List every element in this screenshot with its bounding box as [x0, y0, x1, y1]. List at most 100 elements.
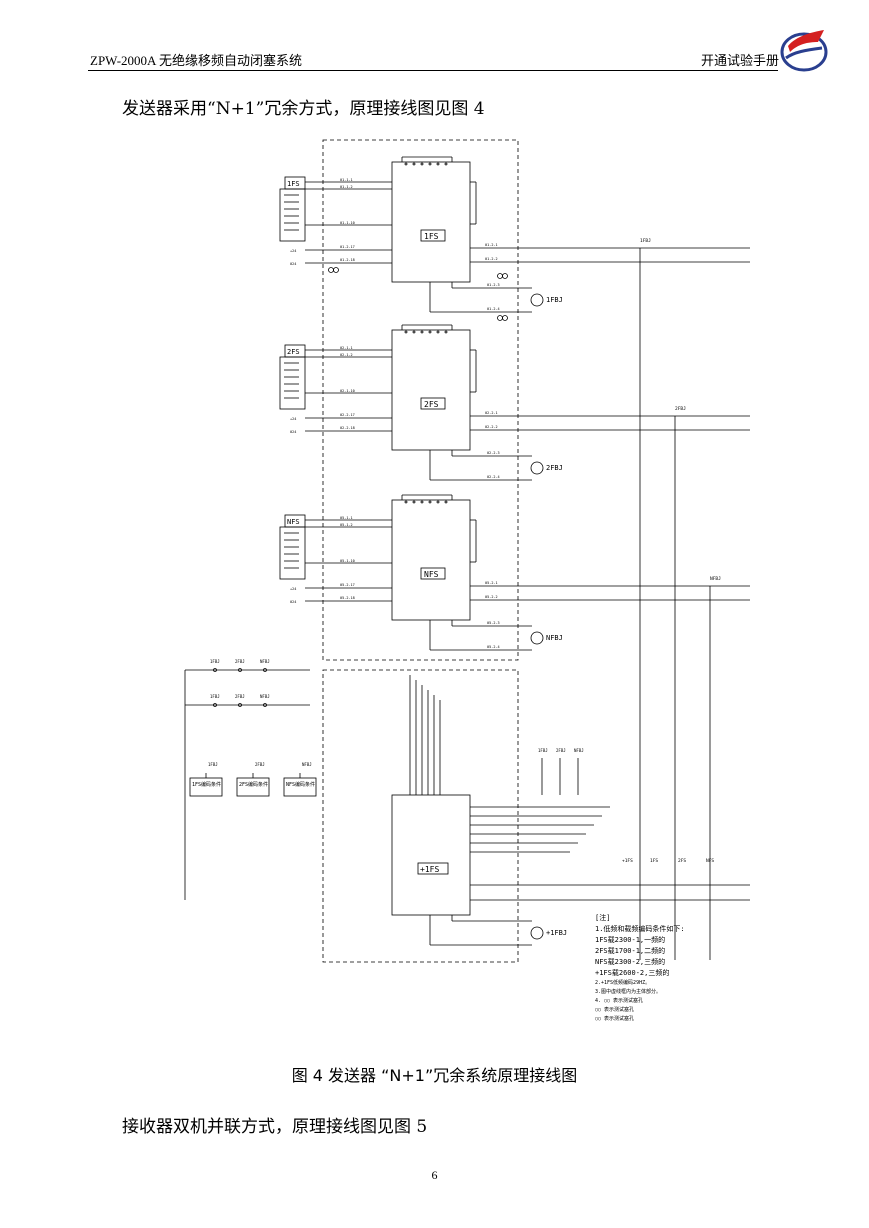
output-contact-label: NFS: [706, 858, 714, 864]
diagram-label: 024: [290, 600, 296, 604]
relay-coil: [530, 631, 544, 645]
side-box-label: 1FS: [287, 180, 300, 188]
diagram-label: 05-2-1: [485, 581, 498, 585]
diagram-label: 02-1-1: [340, 346, 353, 350]
transmitter-name-box: [417, 862, 449, 875]
figure-caption: 图 4 发送器 “N+1”冗余系统原理接线图: [291, 1066, 578, 1085]
pin: [428, 330, 432, 334]
pin: [428, 162, 432, 166]
pin: [444, 162, 448, 166]
transmitter-nfs: [391, 499, 471, 621]
diagram-label: 05-1-10: [340, 559, 355, 563]
encode-block: [279, 188, 306, 242]
pin: [436, 162, 440, 166]
encode-block: [279, 356, 306, 410]
diagram-label: 01-2-1: [485, 243, 498, 247]
transmitter-name: NFS: [424, 570, 439, 579]
transmitter-name-box: [420, 229, 446, 242]
jack: [333, 267, 339, 273]
transmitter-1fs: [391, 161, 471, 283]
pin: [404, 330, 408, 334]
diagram-label: 02-1-10: [340, 389, 355, 393]
contact: [263, 668, 267, 672]
diagram-label: 05-2-4: [487, 645, 500, 649]
jack: [328, 267, 334, 273]
jack: [497, 315, 503, 321]
relay-label: 1FBJ: [546, 296, 563, 304]
contact: [213, 703, 217, 707]
output-contact-label: 2FS: [678, 858, 686, 864]
code-condition-label: 2FS编码条件: [239, 781, 268, 788]
header-rule: [88, 70, 778, 71]
pin: [412, 500, 416, 504]
encode-block: [279, 526, 306, 580]
pin: [436, 500, 440, 504]
relay-label: NFBJ: [546, 634, 563, 642]
transmitter-name-box: [420, 397, 446, 410]
relay-row-label: NFBJ: [260, 694, 270, 699]
pin: [444, 500, 448, 504]
relay-row-label: 1FBJ: [210, 694, 220, 699]
plus-relay-label: NFBJ: [574, 748, 584, 753]
diagram-label: 02-2-1: [485, 411, 498, 415]
plus-relay-label: 2FBJ: [556, 748, 566, 753]
relay-row-label: 2FBJ: [235, 694, 245, 699]
code-relay-label: NFBJ: [302, 762, 312, 767]
diagram-label: 05-1-2: [340, 523, 353, 527]
pin: [428, 500, 432, 504]
main-enclosure: [322, 139, 519, 661]
code-condition-label: NFS编码条件: [286, 781, 315, 788]
jack: [502, 273, 508, 279]
pin: [412, 162, 416, 166]
code-relay-label: 1FBJ: [208, 762, 218, 767]
diagram-label: 02-2-17: [340, 413, 355, 417]
diagram-label: 01-1-2: [340, 185, 353, 189]
relay-contact-label: NFBJ: [710, 576, 721, 582]
diagram-label: 05-1-1: [340, 516, 353, 520]
diagram-label: 01-2-2: [485, 257, 498, 261]
diagram-label: 05-2-3: [487, 621, 500, 625]
relay-label: +1FBJ: [546, 929, 567, 937]
diagram-label: 024: [290, 430, 296, 434]
page-number: 6: [431, 1168, 438, 1182]
relay-coil: [530, 926, 544, 940]
note-line: +1FS载2600-2,三频的: [595, 968, 669, 977]
relay-row-label: 2FBJ: [235, 659, 245, 664]
transmitter-plus1: [391, 794, 471, 916]
note-line: 2FS载1700-1,二频的: [595, 946, 665, 955]
diagram-label: 02-2-4: [487, 475, 500, 479]
diagram-label: 02-2-18: [340, 426, 355, 430]
contact: [238, 703, 242, 707]
relay-row-label: 1FBJ: [210, 659, 220, 664]
side-box-label: 2FS: [287, 348, 300, 356]
pin: [412, 330, 416, 334]
transmitter-name: +1FS: [420, 865, 439, 874]
diagram-label: +24: [290, 587, 296, 591]
transmitter-2fs: [391, 329, 471, 451]
diagram-label: 02-2-3: [487, 451, 500, 455]
pin: [444, 330, 448, 334]
diagram-label: 01-2-3: [487, 283, 500, 287]
pin: [404, 162, 408, 166]
relay-contact-label: 2FBJ: [675, 406, 686, 412]
note-line: 2.+1FS低频编码29HZ。: [595, 979, 650, 986]
pin: [420, 500, 424, 504]
company-logo: [780, 30, 828, 72]
diagram-label: 01-1-10: [340, 221, 355, 225]
plus-relay-label: 1FBJ: [538, 748, 548, 753]
pin: [420, 330, 424, 334]
jack: [497, 273, 503, 279]
contact: [213, 668, 217, 672]
diagram-label: 05-2-17: [340, 583, 355, 587]
diagram-label: 01-2-17: [340, 245, 355, 249]
plus-enclosure: [322, 669, 519, 963]
diagram-label: 02-2-2: [485, 425, 498, 429]
note-line: 4. ○○ 表示测试塞孔: [595, 997, 643, 1004]
relay-row-label: NFBJ: [260, 659, 270, 664]
relay-coil: [530, 293, 544, 307]
note-line: ○○ 表示测试塞孔: [595, 1015, 634, 1022]
code-relay-label: 2FBJ: [255, 762, 265, 767]
note-line: 1FS载2300-1,一频的: [595, 935, 665, 944]
diagram-label: 01-2-18: [340, 258, 355, 262]
